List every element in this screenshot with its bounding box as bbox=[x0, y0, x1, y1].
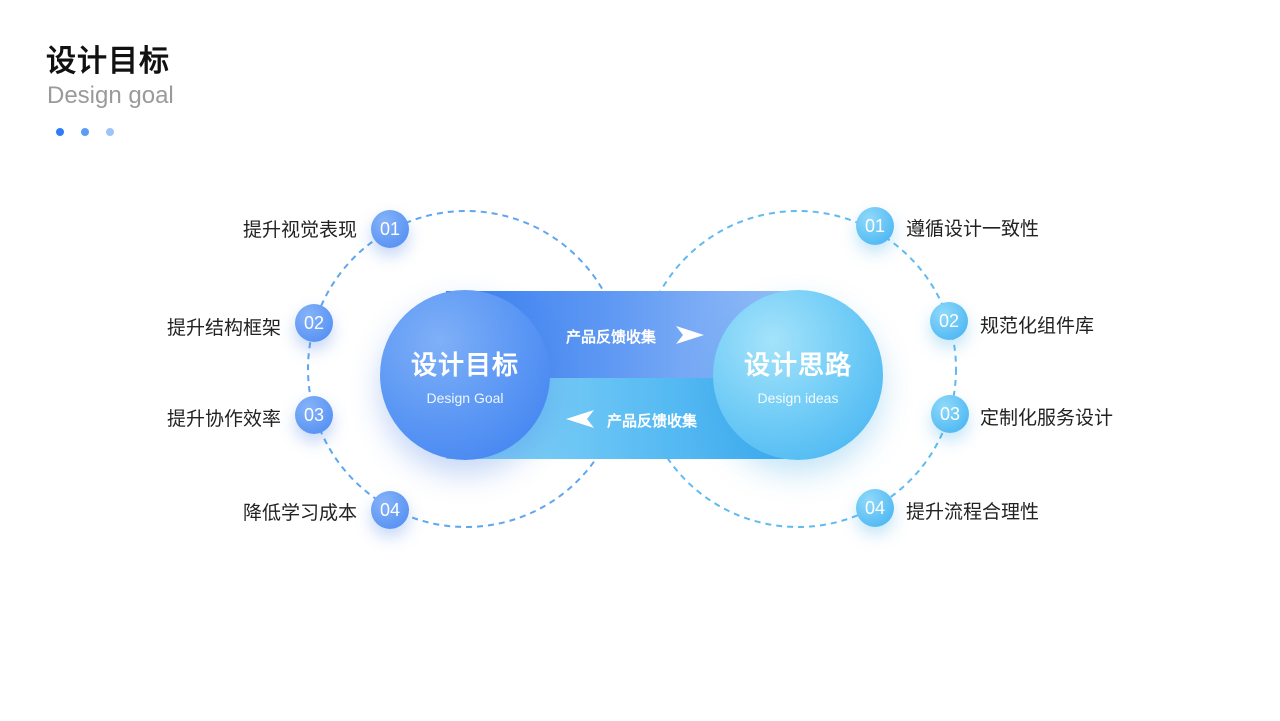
design-ideas-circle: 设计思路 Design ideas bbox=[713, 290, 883, 460]
left-item-4-label: 降低学习成本 bbox=[242, 502, 357, 524]
right-item-4-number: 04 bbox=[856, 489, 894, 527]
design-ideas-subtitle: Design ideas bbox=[757, 389, 839, 406]
flow-label-top: 产品反馈收集 bbox=[566, 328, 657, 346]
right-item-3-number: 03 bbox=[931, 395, 969, 433]
right-item-3-label: 定制化服务设计 bbox=[980, 407, 1114, 429]
right-item-4-label: 提升流程合理性 bbox=[906, 501, 1040, 523]
design-goal-subtitle: Design Goal bbox=[426, 389, 504, 406]
arrow-right-icon bbox=[676, 326, 704, 344]
design-goal-title: 设计目标 bbox=[410, 350, 519, 381]
right-item-1-number: 01 bbox=[856, 207, 894, 245]
dot-icon bbox=[106, 128, 114, 136]
page-title: 设计目标 bbox=[46, 44, 170, 79]
left-item-1-label: 提升视觉表现 bbox=[242, 219, 357, 241]
dot-icon bbox=[56, 128, 64, 136]
page-subtitle: Design goal bbox=[47, 82, 174, 109]
left-item-3-label: 提升协作效率 bbox=[166, 408, 281, 430]
right-item-2-number: 02 bbox=[930, 302, 968, 340]
left-item-1-number: 01 bbox=[371, 210, 409, 248]
right-item-1-label: 遵循设计一致性 bbox=[906, 218, 1040, 240]
flow-label-bottom: 产品反馈收集 bbox=[607, 412, 698, 430]
dot-icon bbox=[81, 128, 89, 136]
left-item-4-number: 04 bbox=[371, 491, 409, 529]
arrow-left-icon bbox=[566, 410, 594, 428]
left-item-3-number: 03 bbox=[295, 396, 333, 434]
right-item-2-label: 规范化组件库 bbox=[980, 315, 1095, 337]
design-goal-circle: 设计目标 Design Goal bbox=[380, 290, 550, 460]
left-item-2-number: 02 bbox=[295, 304, 333, 342]
design-ideas-title: 设计思路 bbox=[743, 350, 852, 381]
left-item-2-label: 提升结构框架 bbox=[166, 317, 281, 339]
